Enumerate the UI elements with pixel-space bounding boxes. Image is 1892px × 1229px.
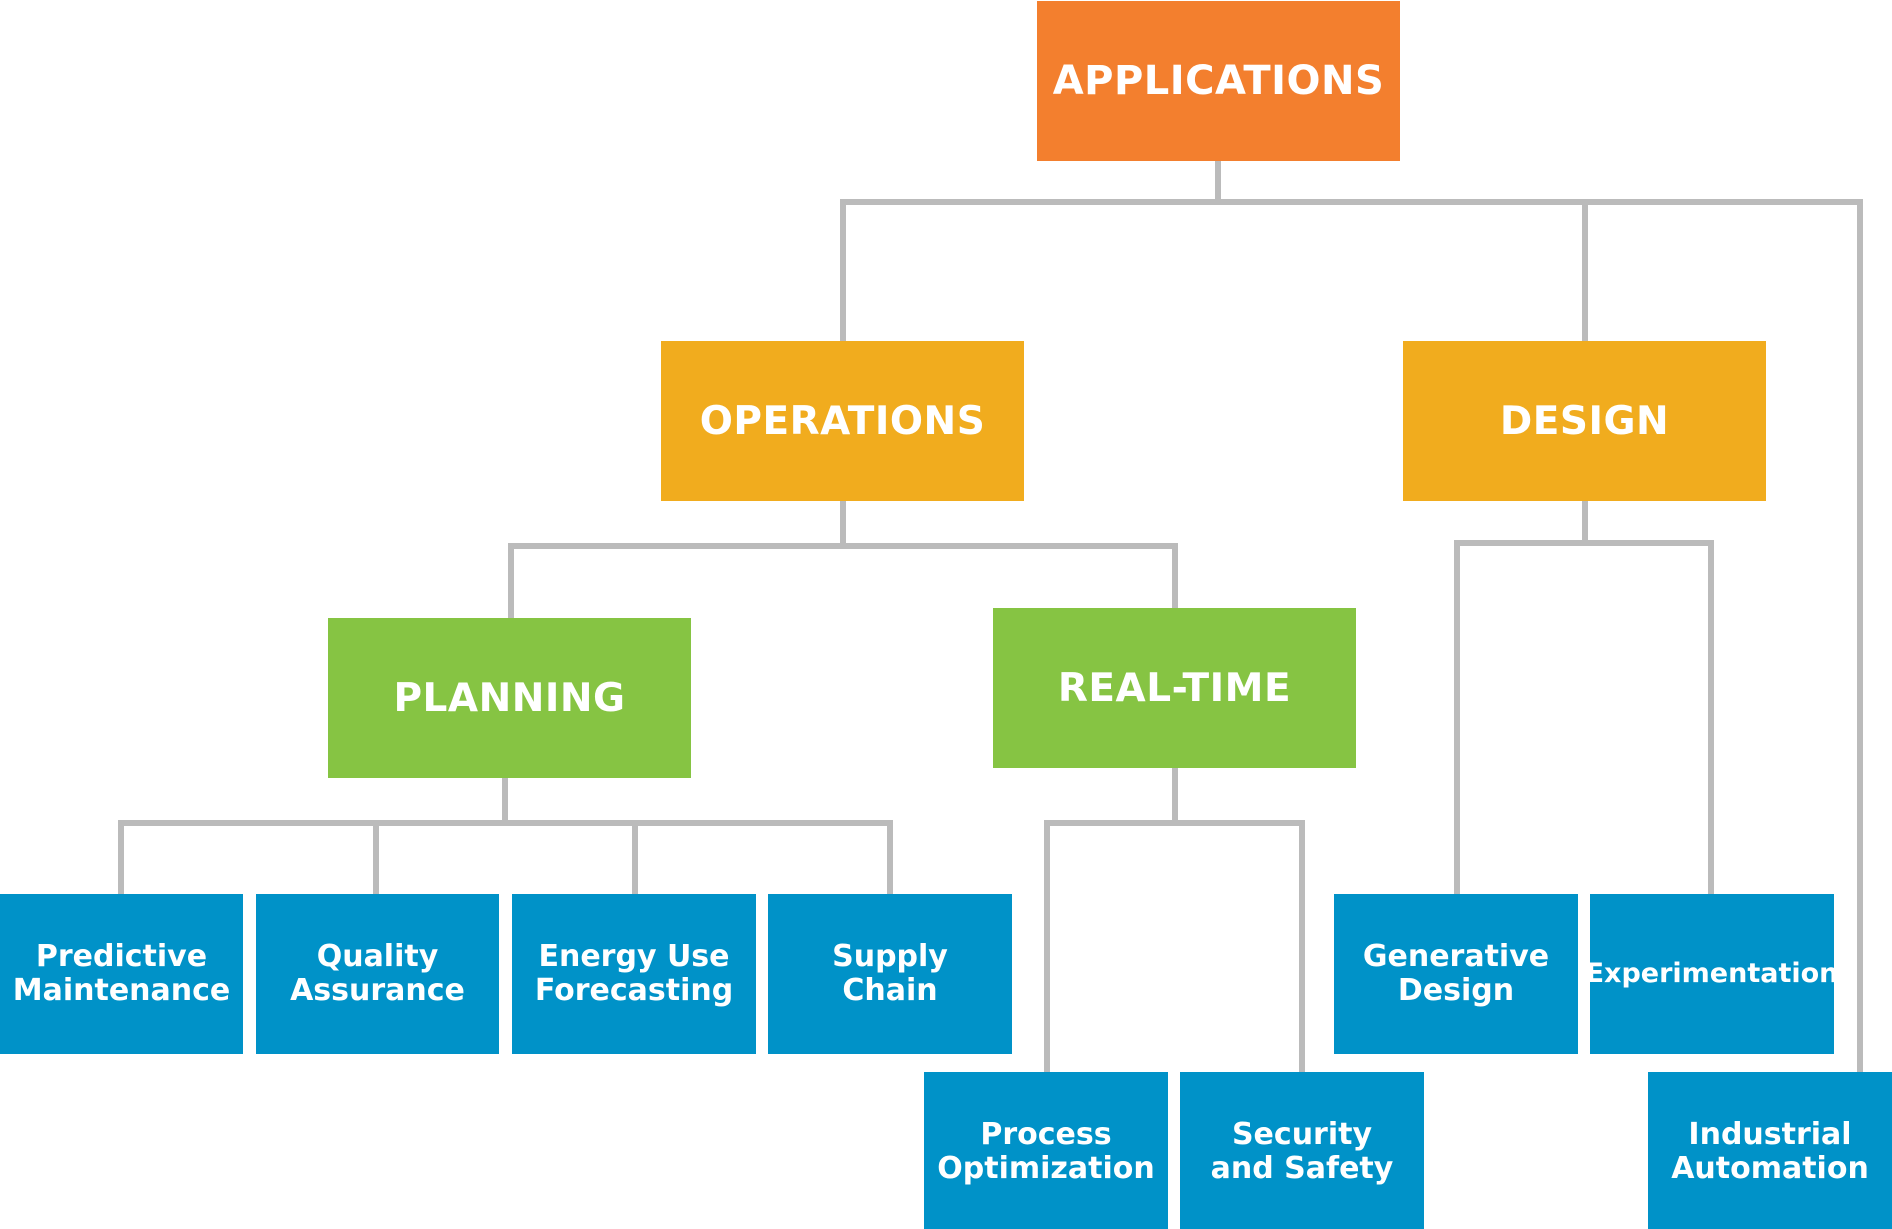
- connector-design-experimentation: [1582, 540, 1714, 898]
- planning-node-label: PLANNING: [393, 675, 626, 721]
- experimentation-line1: Experimentation: [1585, 958, 1839, 989]
- security-and-safety-line2: and Safety: [1210, 1151, 1394, 1186]
- predictive-maintenance-node: Predictive Maintenance: [0, 894, 243, 1054]
- generative-design-line2: Design: [1397, 973, 1515, 1008]
- predictive-maintenance-line1: Predictive: [35, 939, 208, 974]
- connector-realtime-process: [1044, 764, 1178, 1076]
- energy-use-forecasting-line1: Energy Use: [538, 939, 730, 974]
- connector-planning-predictive: [118, 775, 508, 898]
- quality-assurance-line2: Assurance: [290, 973, 465, 1008]
- connector-planning-supply: [502, 820, 893, 898]
- connector-operations-planning: [508, 497, 846, 622]
- process-optimization-node: Process Optimization: [924, 1072, 1168, 1229]
- process-optimization-line1: Process: [980, 1117, 1112, 1152]
- realtime-node: REAL-TIME: [993, 608, 1356, 768]
- supply-chain-line2: Chain: [842, 973, 938, 1008]
- industrial-automation-line1: Industrial: [1688, 1117, 1852, 1152]
- supply-chain-line1: Supply: [832, 939, 948, 974]
- applications-node-label: APPLICATIONS: [1052, 58, 1385, 104]
- generative-design-node: Generative Design: [1334, 894, 1578, 1054]
- realtime-node-label: REAL-TIME: [1057, 665, 1292, 711]
- industrial-automation-node: Industrial Automation: [1648, 1072, 1892, 1229]
- supply-chain-node: Supply Chain: [768, 894, 1012, 1054]
- applications-node: APPLICATIONS: [1037, 1, 1400, 161]
- connector-root-industrial: [1582, 199, 1863, 1076]
- connector-realtime-security: [1172, 820, 1305, 1076]
- experimentation-node: Experimentation: [1586, 894, 1838, 1054]
- security-and-safety-node: Security and Safety: [1180, 1072, 1424, 1229]
- quality-assurance-node: Quality Assurance: [256, 894, 499, 1054]
- generative-design-line1: Generative: [1362, 939, 1550, 974]
- connector-root-design: [1215, 199, 1588, 345]
- design-node-label: DESIGN: [1499, 398, 1670, 444]
- energy-use-forecasting-line2: Forecasting: [534, 973, 734, 1008]
- operations-node-label: OPERATIONS: [699, 398, 986, 444]
- predictive-maintenance-line2: Maintenance: [12, 973, 231, 1008]
- quality-assurance-line1: Quality: [316, 939, 439, 974]
- connector-operations-realtime: [840, 543, 1178, 612]
- security-and-safety-line1: Security: [1231, 1117, 1373, 1152]
- connector-root-operations: [840, 157, 1221, 345]
- connector-design-generative: [1454, 497, 1588, 898]
- planning-node: PLANNING: [328, 618, 691, 778]
- energy-use-forecasting-node: Energy Use Forecasting: [512, 894, 756, 1054]
- operations-node: OPERATIONS: [661, 341, 1024, 501]
- design-node: DESIGN: [1403, 341, 1766, 501]
- process-optimization-line2: Optimization: [937, 1151, 1155, 1186]
- industrial-automation-line2: Automation: [1671, 1151, 1869, 1186]
